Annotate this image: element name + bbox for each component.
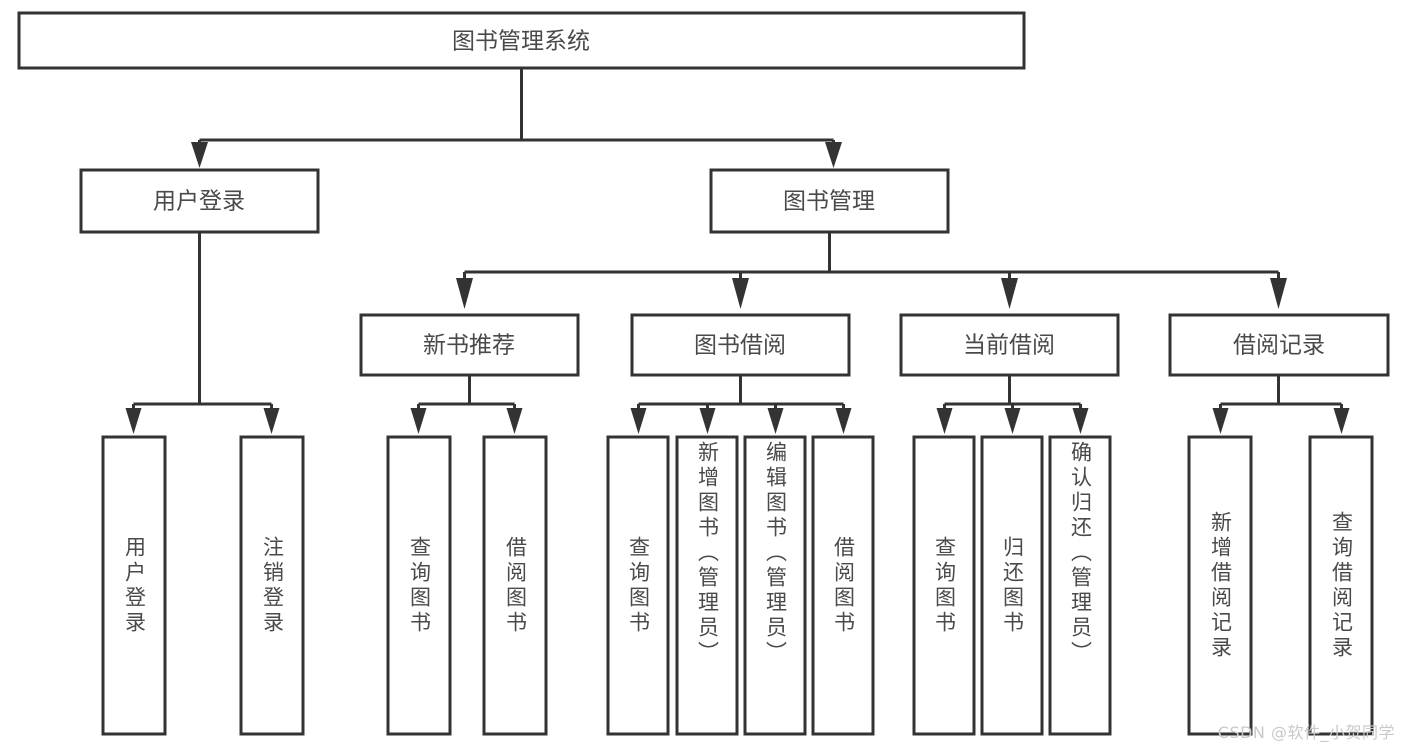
arrowhead-leaf-add-book [699,408,716,434]
node-new-book-rec[interactable]: 新书推荐 [359,313,580,377]
arrowhead-book-borrow [732,278,749,309]
arrowhead-leaf-borrow-book-2 [835,408,852,434]
node-borrow-record[interactable]: 借阅记录 [1168,313,1390,377]
arrowhead-leaf-logout [263,408,280,434]
node-book-manage-label: 图书管理 [783,189,875,215]
node-leaf-return-book[interactable]: 归还图书 [982,437,1042,734]
node-user-login-box[interactable] [79,168,320,234]
arrowhead-user-login [191,142,208,168]
node-leaf-user-login-label: 用户登录 [122,535,147,636]
node-root-label: 图书管理系统 [452,29,590,55]
node-leaf-return-book-box[interactable] [980,435,1044,736]
node-leaf-logout-box[interactable] [239,435,305,736]
node-new-book-rec-label: 新书推荐 [423,333,515,359]
node-leaf-add-record-label: 新增借阅记录 [1208,510,1233,661]
leaf-boxes [101,435,1374,736]
node-leaf-query-book-3[interactable]: 查询图书 [914,437,974,734]
node-leaf-borrow-book-2-label: 借阅图书 [831,535,856,636]
node-user-login[interactable]: 用户登录 [79,168,320,234]
connector-group-borrow-record [1212,375,1350,434]
connector-group-current-borrow [936,375,1089,434]
node-leaf-query-record[interactable]: 查询借阅记录 [1310,437,1372,734]
node-leaf-logout-label: 注销登录 [260,535,285,636]
node-leaf-logout[interactable]: 注销登录 [241,437,303,734]
node-book-borrow[interactable]: 图书借阅 [630,313,851,377]
node-leaf-edit-book[interactable]: 编辑图书（管理员） [745,437,805,734]
node-leaf-query-book-2[interactable]: 查询图书 [608,437,668,734]
node-leaf-borrow-book-1[interactable]: 借阅图书 [484,437,546,734]
arrowhead-leaf-query-book-1 [410,408,427,434]
arrowhead-new-book-rec [456,278,473,309]
node-leaf-query-record-label: 查询借阅记录 [1329,510,1354,661]
node-leaf-add-book-label: 新增图书（管理员） [695,441,720,666]
connector-group-book-borrow [630,375,852,434]
node-current-borrow-label: 当前借阅 [963,333,1055,359]
node-leaf-query-book-1-box[interactable] [386,435,452,736]
node-root-box[interactable] [17,11,1026,70]
arrowhead-leaf-borrow-book-1 [506,408,523,434]
node-book-manage[interactable]: 图书管理 [709,168,950,234]
arrowhead-leaf-confirm-return [1072,408,1089,434]
node-leaf-query-book-1-label: 查询图书 [407,535,432,636]
node-leaf-confirm-return-label: 确认归还（管理员） [1068,441,1093,666]
arrowhead-leaf-query-record [1333,408,1350,434]
node-leaf-return-book-label: 归还图书 [1000,535,1025,636]
node-leaf-query-book-2-box[interactable] [606,435,670,736]
node-leaf-add-record-box[interactable] [1187,435,1253,736]
node-root[interactable]: 图书管理系统 [17,11,1026,70]
node-user-login-label: 用户登录 [153,189,245,215]
node-leaf-borrow-book-2[interactable]: 借阅图书 [813,437,873,734]
node-leaf-query-book-3-box[interactable] [912,435,976,736]
node-leaf-borrow-book-1-box[interactable] [482,435,548,736]
node-leaf-query-book-2-label: 查询图书 [626,535,651,636]
node-book-borrow-label: 图书借阅 [694,333,786,359]
node-leaf-add-record[interactable]: 新增借阅记录 [1189,437,1251,734]
node-leaf-borrow-book-2-box[interactable] [811,435,875,736]
arrowhead-current-borrow [1001,278,1018,309]
arrowhead-leaf-add-record [1212,408,1229,434]
node-leaf-user-login-box[interactable] [101,435,167,736]
node-borrow-record-box[interactable] [1168,313,1390,377]
node-leaf-edit-book-label: 编辑图书（管理员） [763,441,788,666]
node-current-borrow-box[interactable] [899,313,1120,377]
node-leaf-confirm-return-box[interactable] [1048,435,1112,736]
node-leaf-edit-book-box[interactable] [743,435,807,736]
node-leaf-query-record-box[interactable] [1308,435,1374,736]
node-leaf-user-login[interactable]: 用户登录 [103,437,165,734]
arrowhead-leaf-return-book [1004,408,1021,434]
arrowhead-book-manage [825,142,842,168]
connector-group-root [191,68,842,168]
connector-group-book-manage [456,232,1287,309]
connector-group-new-book-rec [410,375,523,434]
node-new-book-rec-box[interactable] [359,313,580,377]
node-current-borrow[interactable]: 当前借阅 [899,313,1120,377]
node-leaf-query-book-3-label: 查询图书 [932,535,957,636]
node-book-borrow-box[interactable] [630,313,851,377]
arrowhead-leaf-user-login [125,408,142,434]
node-leaf-add-book-box[interactable] [675,435,739,736]
node-leaf-confirm-return[interactable]: 确认归还（管理员） [1050,437,1110,734]
arrowhead-borrow-record [1270,278,1287,309]
node-borrow-record-label: 借阅记录 [1233,333,1325,359]
arrowhead-leaf-query-book-2 [630,408,647,434]
node-leaf-borrow-book-1-label: 借阅图书 [503,535,528,636]
node-leaf-query-book-1[interactable]: 查询图书 [388,437,450,734]
node-book-manage-box[interactable] [709,168,950,234]
arrowhead-leaf-edit-book [767,408,784,434]
connector-group-user-login [125,232,280,434]
node-leaf-add-book[interactable]: 新增图书（管理员） [677,437,737,734]
arrowhead-leaf-query-book-3 [936,408,953,434]
